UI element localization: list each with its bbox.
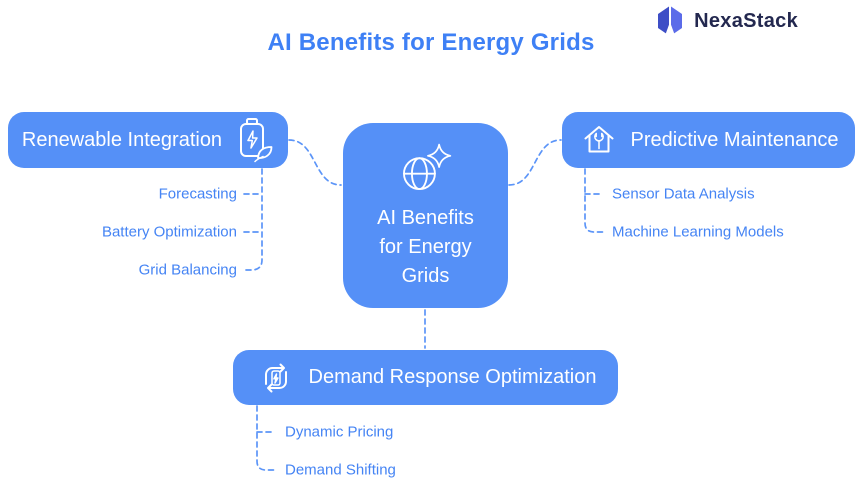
center-node-label: AI Benefits for Energy Grids bbox=[377, 204, 474, 291]
sub-item-battery-optimization: Battery Optimization bbox=[101, 223, 237, 241]
connector-right-branch-spine bbox=[584, 168, 604, 233]
center-node: AI Benefits for Energy Grids bbox=[343, 123, 508, 308]
brand-name: NexaStack bbox=[694, 9, 798, 32]
branch-label: Renewable Integration bbox=[21, 128, 223, 151]
branch-node-predictive-maintenance: Predictive Maintenance bbox=[562, 112, 855, 168]
house-wrench-icon bbox=[584, 126, 614, 153]
sub-item-machine-learning-models: Machine Learning Models bbox=[612, 223, 784, 241]
sub-item-sensor-data-analysis: Sensor Data Analysis bbox=[612, 185, 755, 203]
branch-label: Predictive Maintenance bbox=[630, 128, 839, 151]
center-node-line-3: Grids bbox=[401, 265, 450, 287]
battery-leaf-icon bbox=[240, 118, 273, 163]
page-title: AI Benefits for Energy Grids bbox=[267, 29, 595, 56]
brand-logo: NexaStack bbox=[655, 5, 798, 37]
connector-bottom-branch-spine bbox=[256, 405, 276, 471]
globe-sparkle-icon bbox=[402, 143, 451, 191]
center-node-line-1: AI Benefits bbox=[377, 207, 474, 229]
branch-label: Demand Response Optimization bbox=[308, 366, 597, 388]
connector-left-to-center bbox=[288, 139, 342, 186]
sub-item-forecasting: Forecasting bbox=[158, 185, 237, 203]
branch-node-demand-response-optimization: Demand Response Optimization bbox=[233, 350, 618, 405]
nexastack-logo-icon bbox=[658, 6, 683, 37]
battery-cycle-icon bbox=[264, 363, 287, 392]
branch-node-renewable-integration: Renewable Integration bbox=[8, 112, 288, 168]
sub-item-dynamic-pricing: Dynamic Pricing bbox=[285, 423, 394, 441]
sub-item-demand-shifting: Demand Shifting bbox=[285, 461, 396, 479]
sub-item-grid-balancing: Grid Balancing bbox=[138, 261, 237, 279]
center-node-line-2: for Energy bbox=[379, 236, 472, 258]
connector-left-branch-spine bbox=[244, 168, 263, 271]
connector-center-to-right bbox=[508, 139, 562, 186]
